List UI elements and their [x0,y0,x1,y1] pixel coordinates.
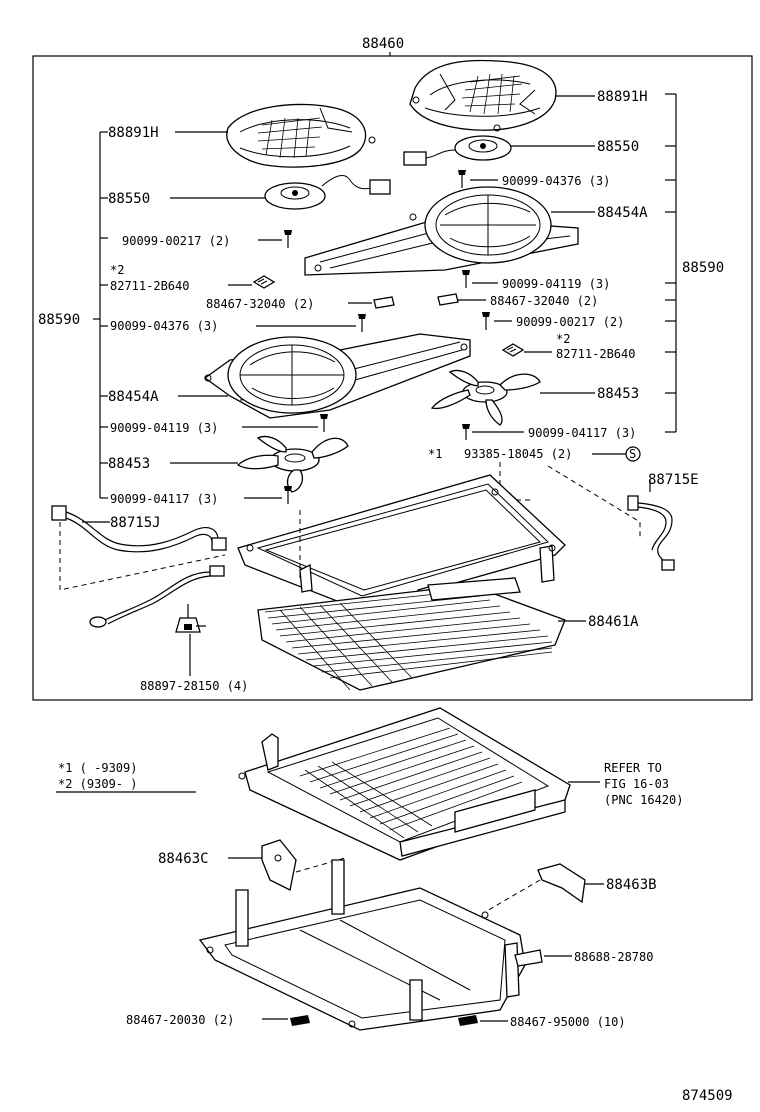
bracket-88463c-drawing [261,839,297,891]
hose-right-drawing [627,495,675,571]
fan-shroud-left-drawing [226,103,376,168]
label-fan-motor-right: 88550 [597,139,639,155]
label-fan-shroud-assy-right: 88454A [597,205,648,221]
relay-2b640-right-drawing [501,343,525,357]
clip-32040-right-drawing [437,293,459,306]
bolt-04117-left-drawing [284,486,292,504]
dash-seal-to-hose [547,465,641,540]
bolt-04117-right-drawing [462,424,470,440]
bracket-88463b-drawing [537,863,586,904]
label-bolt-04376-left: 90099-04376 (3) [110,319,218,333]
fan-motor-left-drawing [264,174,391,210]
label-note2-left: *2 [110,263,124,277]
label-condenser: 88461A [588,614,639,630]
seal-symbol-circle [625,446,641,462]
relay-2b640-left-drawing [252,275,276,289]
label-relay-2b640-right: 82711-2B640 [556,347,635,361]
hose-left-drawing [51,505,227,553]
label-fan-shroud-assy-left: 88454A [108,389,159,405]
fan-shroud-right-drawing [409,59,557,132]
cushion-20030-drawing [290,1015,310,1026]
bolt-04119-left-drawing [320,414,328,432]
label-fan-blade-right: 88453 [597,386,639,402]
figure-number-label: 874509 [682,1088,733,1104]
assembly-frame [32,55,753,701]
label-legend-1: *1 ( -9309) [58,761,137,775]
bolt-04376-right-drawing [458,170,466,188]
label-refer-line2: FIG 16-03 [604,777,669,791]
label-note1-mid: *1 [428,447,442,461]
label-clip-32040-left: 88467-32040 (2) [206,297,314,311]
label-fan-blade-left: 88453 [108,456,150,472]
label-fan-motor-left: 88550 [108,191,150,207]
label-bolt-04117-right: 90099-04117 (3) [528,426,636,440]
cushion-95000-drawing [458,1015,478,1026]
fan-shroud-assy-left-drawing [203,333,471,419]
dash-bracket-b [484,879,541,913]
label-bracket-88463c: 88463C [158,851,209,867]
label-bolt-04119-left: 90099-04119 (3) [110,421,218,435]
label-bolt-00217-right: 90099-00217 (2) [516,315,624,329]
sensor-wire-drawing [89,565,225,628]
bolt-04119-right-drawing [462,270,470,288]
bracket-88590-left [93,131,108,499]
label-bolt-04376-right: 90099-04376 (3) [502,174,610,188]
label-cushion-95000: 88467-95000 (10) [510,1015,626,1029]
label-hose-left: 88715J [110,515,161,531]
support-frame-drawing [198,859,543,1031]
radiator-drawing [238,707,571,861]
label-cushion-20030: 88467-20030 (2) [126,1013,234,1027]
label-switch-28150: 88897-28150 (4) [140,679,248,693]
label-bracket-88590-left: 88590 [38,312,80,328]
label-fan-shroud-right: 88891H [597,89,648,105]
bolt-00217-left-drawing [284,230,292,248]
bolt-00217-right-drawing [482,312,490,330]
condenser-drawing [257,577,566,691]
label-pipe-28780: 88688-28780 [574,950,653,964]
label-note2-right: *2 [556,332,570,346]
assembly-number-label: 88460 [362,36,404,52]
clip-32040-left-drawing [373,296,395,309]
label-bolt-00217-left: 90099-00217 (2) [122,234,230,248]
label-seal-18045: 93385-18045 (2) [464,447,572,461]
dash-hose-left [59,522,226,591]
label-refer-line1: REFER TO [604,761,662,775]
label-refer-line3: (PNC 16420) [604,793,683,807]
label-bracket-88463b: 88463B [606,877,657,893]
label-bracket-88590-right: 88590 [682,260,724,276]
fan-blade-left-drawing [236,435,349,493]
bracket-88590-right [665,93,677,433]
fan-motor-right-drawing [403,135,512,166]
label-fan-shroud-left: 88891H [108,125,159,141]
bolt-04376-left-drawing [358,314,366,332]
label-clip-32040-right: 88467-32040 (2) [490,294,598,308]
switch-28150-drawing [175,604,206,633]
fan-blade-right-drawing [430,369,541,426]
label-seal-symbol: S [629,447,636,461]
label-bolt-04119-right: 90099-04119 (3) [502,277,610,291]
label-relay-2b640-left: 82711-2B640 [110,279,189,293]
label-bolt-04117-left: 90099-04117 (3) [110,492,218,506]
label-hose-right: 88715E [648,472,699,488]
label-legend-2: *2 (9309- ) [58,777,137,791]
fan-shroud-assy-right-drawing [304,186,579,276]
